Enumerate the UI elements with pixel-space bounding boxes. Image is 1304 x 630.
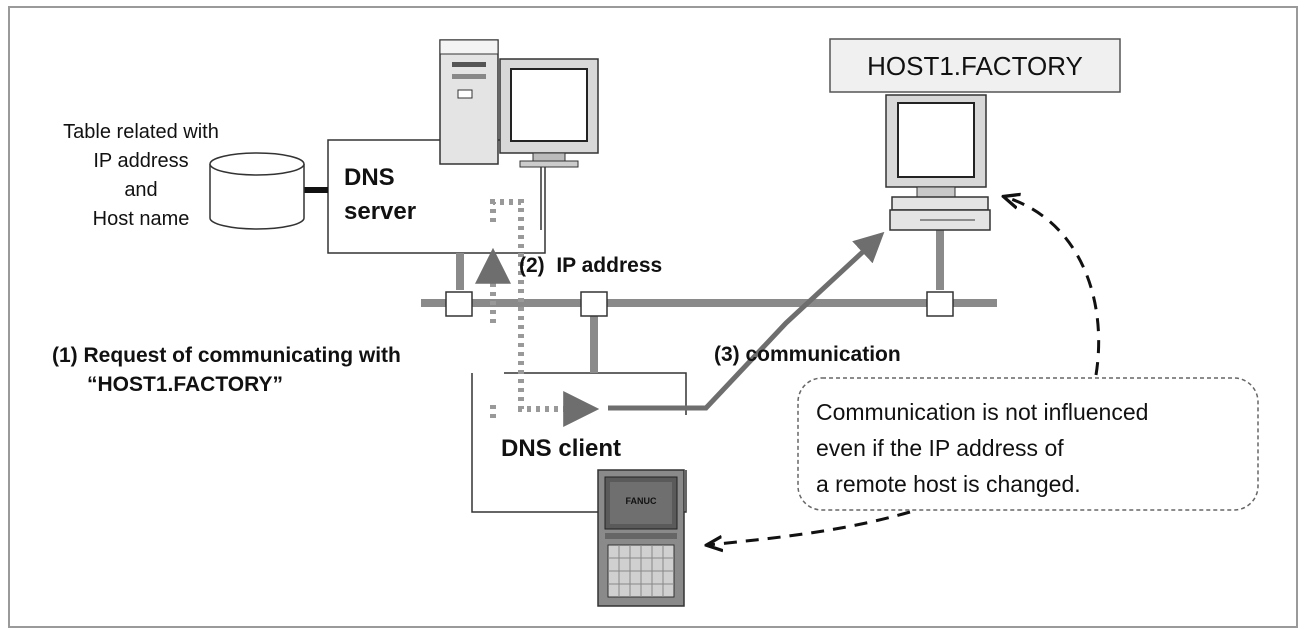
reply-path [490, 199, 600, 427]
dashed-to-host [1005, 197, 1101, 376]
communication-arrow [608, 231, 885, 411]
note-box [797, 377, 1259, 511]
ip-address-label: (2) IP address [519, 254, 662, 277]
client-tap [580, 291, 608, 317]
note-line-2: even if the IP address of [816, 435, 1064, 461]
dns-client-label: DNS client [501, 435, 621, 462]
server-computer-icon [439, 39, 599, 168]
dns-server-box [327, 139, 546, 254]
request-label-line-1: (1) Request of communicating with [52, 344, 401, 367]
db-label-line-2: IP address [93, 150, 188, 172]
dns-server-label-2: server [344, 198, 416, 225]
db-label-line-4: Host name [93, 208, 190, 230]
keypad-grid [608, 545, 674, 597]
communication-label: (3) communication [714, 343, 901, 366]
dashed-to-client [708, 510, 911, 545]
host-computer-icon [885, 94, 991, 231]
cnc-panel-icon [597, 469, 685, 607]
note-line-3: a remote host is changed. [816, 471, 1081, 497]
host-name-label: HOST1.FACTORY [867, 51, 1083, 81]
db-label: Table related with IP address and Host n… [63, 121, 219, 230]
note-line-1: Communication is not influenced [816, 399, 1148, 425]
panel-brand-label: FANUC [626, 496, 657, 506]
note-text: Communication is not influenced even if … [816, 399, 1148, 497]
db-label-line-3: and [124, 179, 157, 201]
database-icon [209, 152, 305, 230]
server-tap [445, 291, 473, 317]
dns-client-box [471, 372, 687, 513]
dns-server-label-1: DNS [344, 164, 395, 191]
host-name-box [829, 38, 1121, 93]
host-tap [926, 291, 954, 317]
db-label-line-1: Table related with [63, 121, 219, 143]
request-label-line-2: “HOST1.FACTORY” [87, 373, 283, 396]
